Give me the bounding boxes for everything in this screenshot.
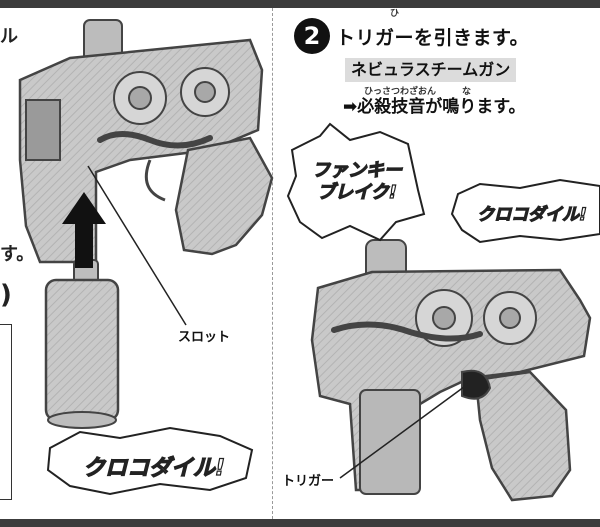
column-divider — [272, 8, 273, 519]
gun-right-trigger — [461, 369, 492, 400]
result-description: ➡必殺技音が鳴ります。 — [343, 97, 526, 117]
step-header: 2 トリガーを引きます。 — [294, 16, 529, 56]
ruby-na: な — [462, 87, 472, 97]
slot-leader-line — [87, 165, 187, 326]
bottom-frame-bar — [0, 519, 600, 527]
slot-label: スロット — [178, 330, 231, 345]
edge-paren: ) — [0, 280, 12, 310]
crocodile-left-callout: クロコダイル! — [82, 455, 226, 481]
ruby-hissatsuwazaon: ひっさつわざおん — [364, 87, 437, 97]
crocodile-left-burst — [46, 426, 254, 496]
gun-left-pipe — [97, 131, 213, 149]
crocodile-right-callout: クロコダイル! — [477, 204, 588, 225]
funky-break-burst — [286, 122, 426, 242]
edge-text-mid-left: す。 — [0, 244, 35, 265]
crocodile-right-burst — [450, 178, 600, 244]
edge-boxed-panel — [0, 324, 12, 500]
weapon-name-tag: ネビュラスチームガン — [345, 58, 517, 82]
gun-left-grip — [174, 136, 274, 256]
crocodile-bottle-illustration — [44, 259, 120, 429]
gun-right-grip — [474, 370, 572, 502]
top-frame-bar — [0, 0, 600, 8]
steam-gun-right-illustration — [310, 239, 592, 502]
funky-break-line2: ブレイク! — [316, 181, 397, 203]
trigger-leader-line — [339, 383, 469, 479]
steam-gun-left-illustration — [18, 19, 274, 264]
edge-text-top-left: ル — [0, 26, 18, 47]
ruby-hiki: ひ — [390, 9, 400, 19]
gun-left-slot-opening — [25, 99, 61, 161]
step-instruction: トリガーを引きます。 — [336, 26, 530, 49]
step-number-badge: 2 — [294, 18, 330, 54]
funky-break-line1: ファンキー — [311, 159, 402, 181]
funky-break-callout: ファンキー ブレイク! — [298, 159, 416, 204]
insert-arrow-icon — [62, 192, 106, 268]
trigger-label: トリガー — [282, 474, 335, 489]
gun-right-pipe — [331, 321, 483, 342]
gun-left-trigger-guard — [144, 159, 166, 202]
